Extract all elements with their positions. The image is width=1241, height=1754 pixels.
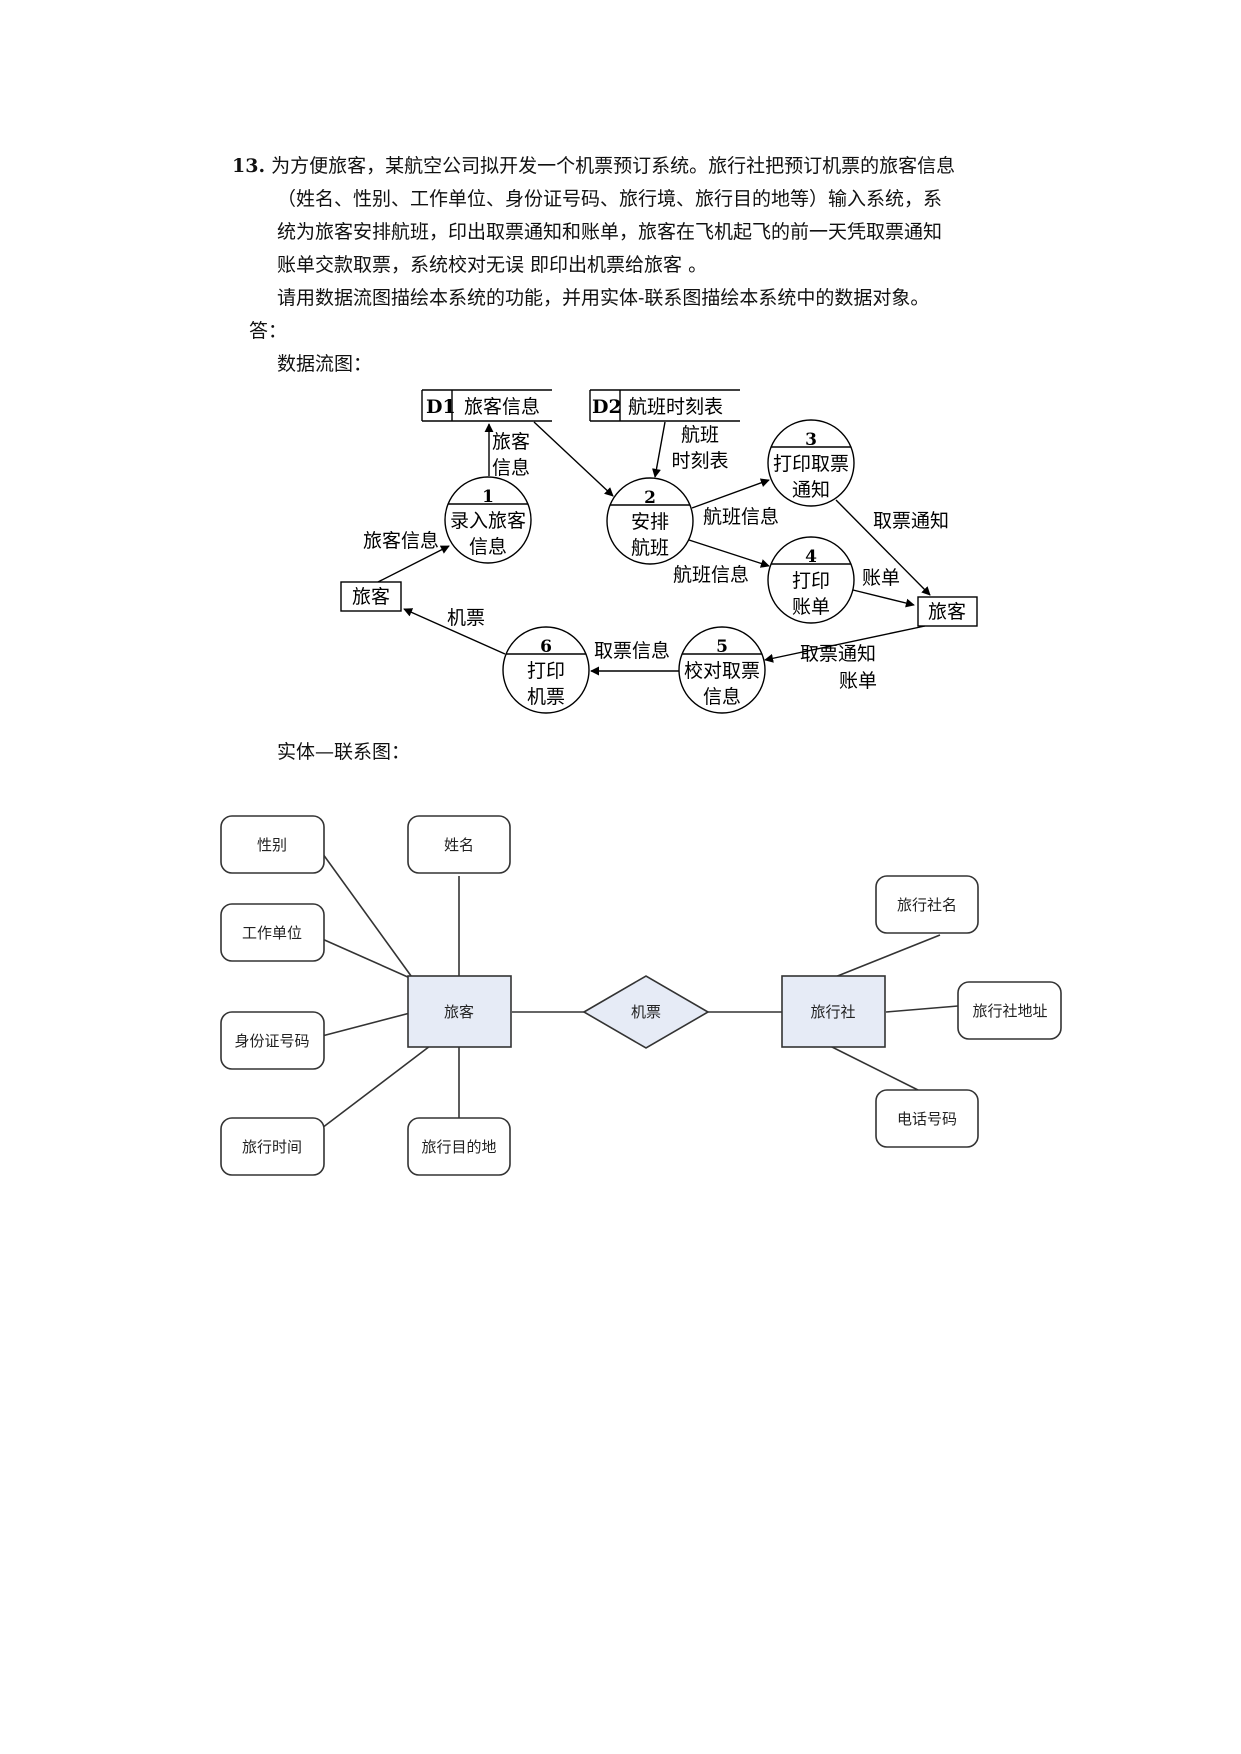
process-5-circle (678, 626, 766, 714)
relationship-ticket-diamond (582, 975, 710, 1049)
process-4-number: 4 (805, 547, 817, 567)
process-3-label-2: 通知 (792, 479, 830, 501)
flow-d2-p2-label-2: 时刻表 (671, 450, 728, 472)
process-2-number: 2 (644, 488, 656, 508)
process-3-circle (767, 419, 855, 507)
attr-name-box (407, 815, 511, 874)
attr-agency-name: 旅行社名 (897, 896, 957, 914)
question-number: 13. (232, 155, 266, 177)
process-6-label-2: 机票 (527, 686, 565, 708)
process-6-label-1: 打印 (527, 660, 565, 682)
flow-p6-traveler-label: 机票 (447, 607, 485, 629)
flow-d2-p2-label-1: 航班 (681, 424, 719, 446)
process-2-label-1: 安排 (631, 511, 669, 533)
process-1-label-2: 信息 (469, 536, 507, 558)
flow-p3-traveler-label: 取票通知 (873, 510, 949, 532)
flow-p2-p3-label: 航班信息 (703, 506, 779, 528)
flow-p5-p6-label: 取票信息 (594, 640, 670, 662)
store-d2-id: D2 (592, 396, 622, 418)
entity-traveler-box (407, 975, 512, 1048)
entity-agency-label: 旅行社 (810, 1003, 855, 1021)
flow-traveler-p5-label-2: 账单 (839, 670, 877, 692)
flow-p1-d1-label-1: 旅客 (492, 431, 530, 453)
external-traveler-right (917, 596, 978, 627)
flow-p2-p4-label: 航班信息 (673, 564, 749, 586)
process-3-label-1: 打印取票 (773, 453, 849, 475)
flow-traveler-p1-label: 旅客信息 (363, 530, 439, 552)
process-4-label-1: 打印 (792, 570, 830, 592)
question-request: 请用数据流图描绘本系统的功能，并用实体-联系图描绘本系统中的数据对象。 (277, 287, 930, 309)
dfd-title: 数据流图： (277, 353, 373, 375)
er-title: 实体—联系图： (277, 741, 411, 763)
process-6-number: 6 (540, 637, 552, 657)
question-line-3: 统为旅客安排航班，印出取票通知和账单，旅客在飞机起飞的前一天凭取票通知 (277, 221, 943, 243)
entity-left-label: 旅客 (352, 586, 390, 608)
attr-destination-box (407, 1117, 511, 1176)
process-4-circle (767, 536, 855, 624)
flow-p1-d1-label-2: 信息 (492, 457, 530, 479)
process-5-label-2: 信息 (703, 686, 741, 708)
flow-p4-traveler-label: 账单 (862, 567, 900, 589)
answer-label: 答： (249, 320, 288, 342)
attr-travel-time: 旅行时间 (242, 1138, 302, 1156)
process-1-label-1: 录入旅客 (450, 510, 526, 532)
attr-gender: 性别 (257, 836, 287, 854)
process-3-number: 3 (805, 430, 817, 450)
process-2-label-2: 航班 (631, 537, 669, 559)
store-d1-name: 旅客信息 (464, 396, 540, 418)
attr-agency-address-box (957, 981, 1062, 1040)
data-store-d2 (589, 389, 740, 422)
store-d1-id: D1 (426, 396, 456, 418)
attr-name: 姓名 (444, 836, 474, 854)
attr-agency-address: 旅行社地址 (972, 1002, 1047, 1020)
question-block: 13. 为方便旅客，某航空公司拟开发一个机票预订系统。旅行社把预订机票的旅客信息… (232, 150, 1062, 282)
relationship-ticket-label: 机票 (631, 1003, 661, 1021)
attr-gender-box (220, 815, 325, 874)
attr-work-unit: 工作单位 (242, 924, 302, 942)
process-4-label-2: 账单 (792, 596, 830, 618)
entity-agency-box (781, 975, 886, 1048)
attr-id-number: 身份证号码 (234, 1032, 309, 1050)
process-6-circle (502, 626, 590, 714)
attr-destination: 旅行目的地 (421, 1138, 496, 1156)
attr-phone-box (875, 1089, 979, 1148)
process-5-number: 5 (716, 637, 728, 657)
attr-travel-time-box (220, 1117, 325, 1176)
store-d2-name: 航班时刻表 (628, 396, 723, 418)
process-1-number: 1 (482, 487, 494, 507)
attr-agency-name-box (875, 875, 979, 934)
process-2-circle (606, 477, 694, 565)
question-line-4: 账单交款取票，系统校对无误 即印出机票给旅客 。 (277, 254, 708, 276)
entity-traveler-label: 旅客 (444, 1003, 474, 1021)
external-traveler-left (340, 581, 402, 612)
attr-work-unit-box (220, 903, 325, 962)
question-line-2: （姓名、性别、工作单位、身份证号码、旅行境、旅行目的地等）输入系统，系 (277, 188, 943, 210)
process-5-label-1: 校对取票 (684, 660, 760, 682)
question-line-1: 为方便旅客，某航空公司拟开发一个机票预订系统。旅行社把预订机票的旅客信息 (271, 155, 956, 177)
process-1-circle (444, 476, 532, 564)
flow-traveler-p5-label-1: 取票通知 (800, 643, 876, 665)
entity-right-label: 旅客 (928, 601, 966, 623)
attr-id-number-box (220, 1011, 325, 1070)
data-store-d1 (421, 389, 552, 422)
attr-phone: 电话号码 (897, 1110, 957, 1128)
